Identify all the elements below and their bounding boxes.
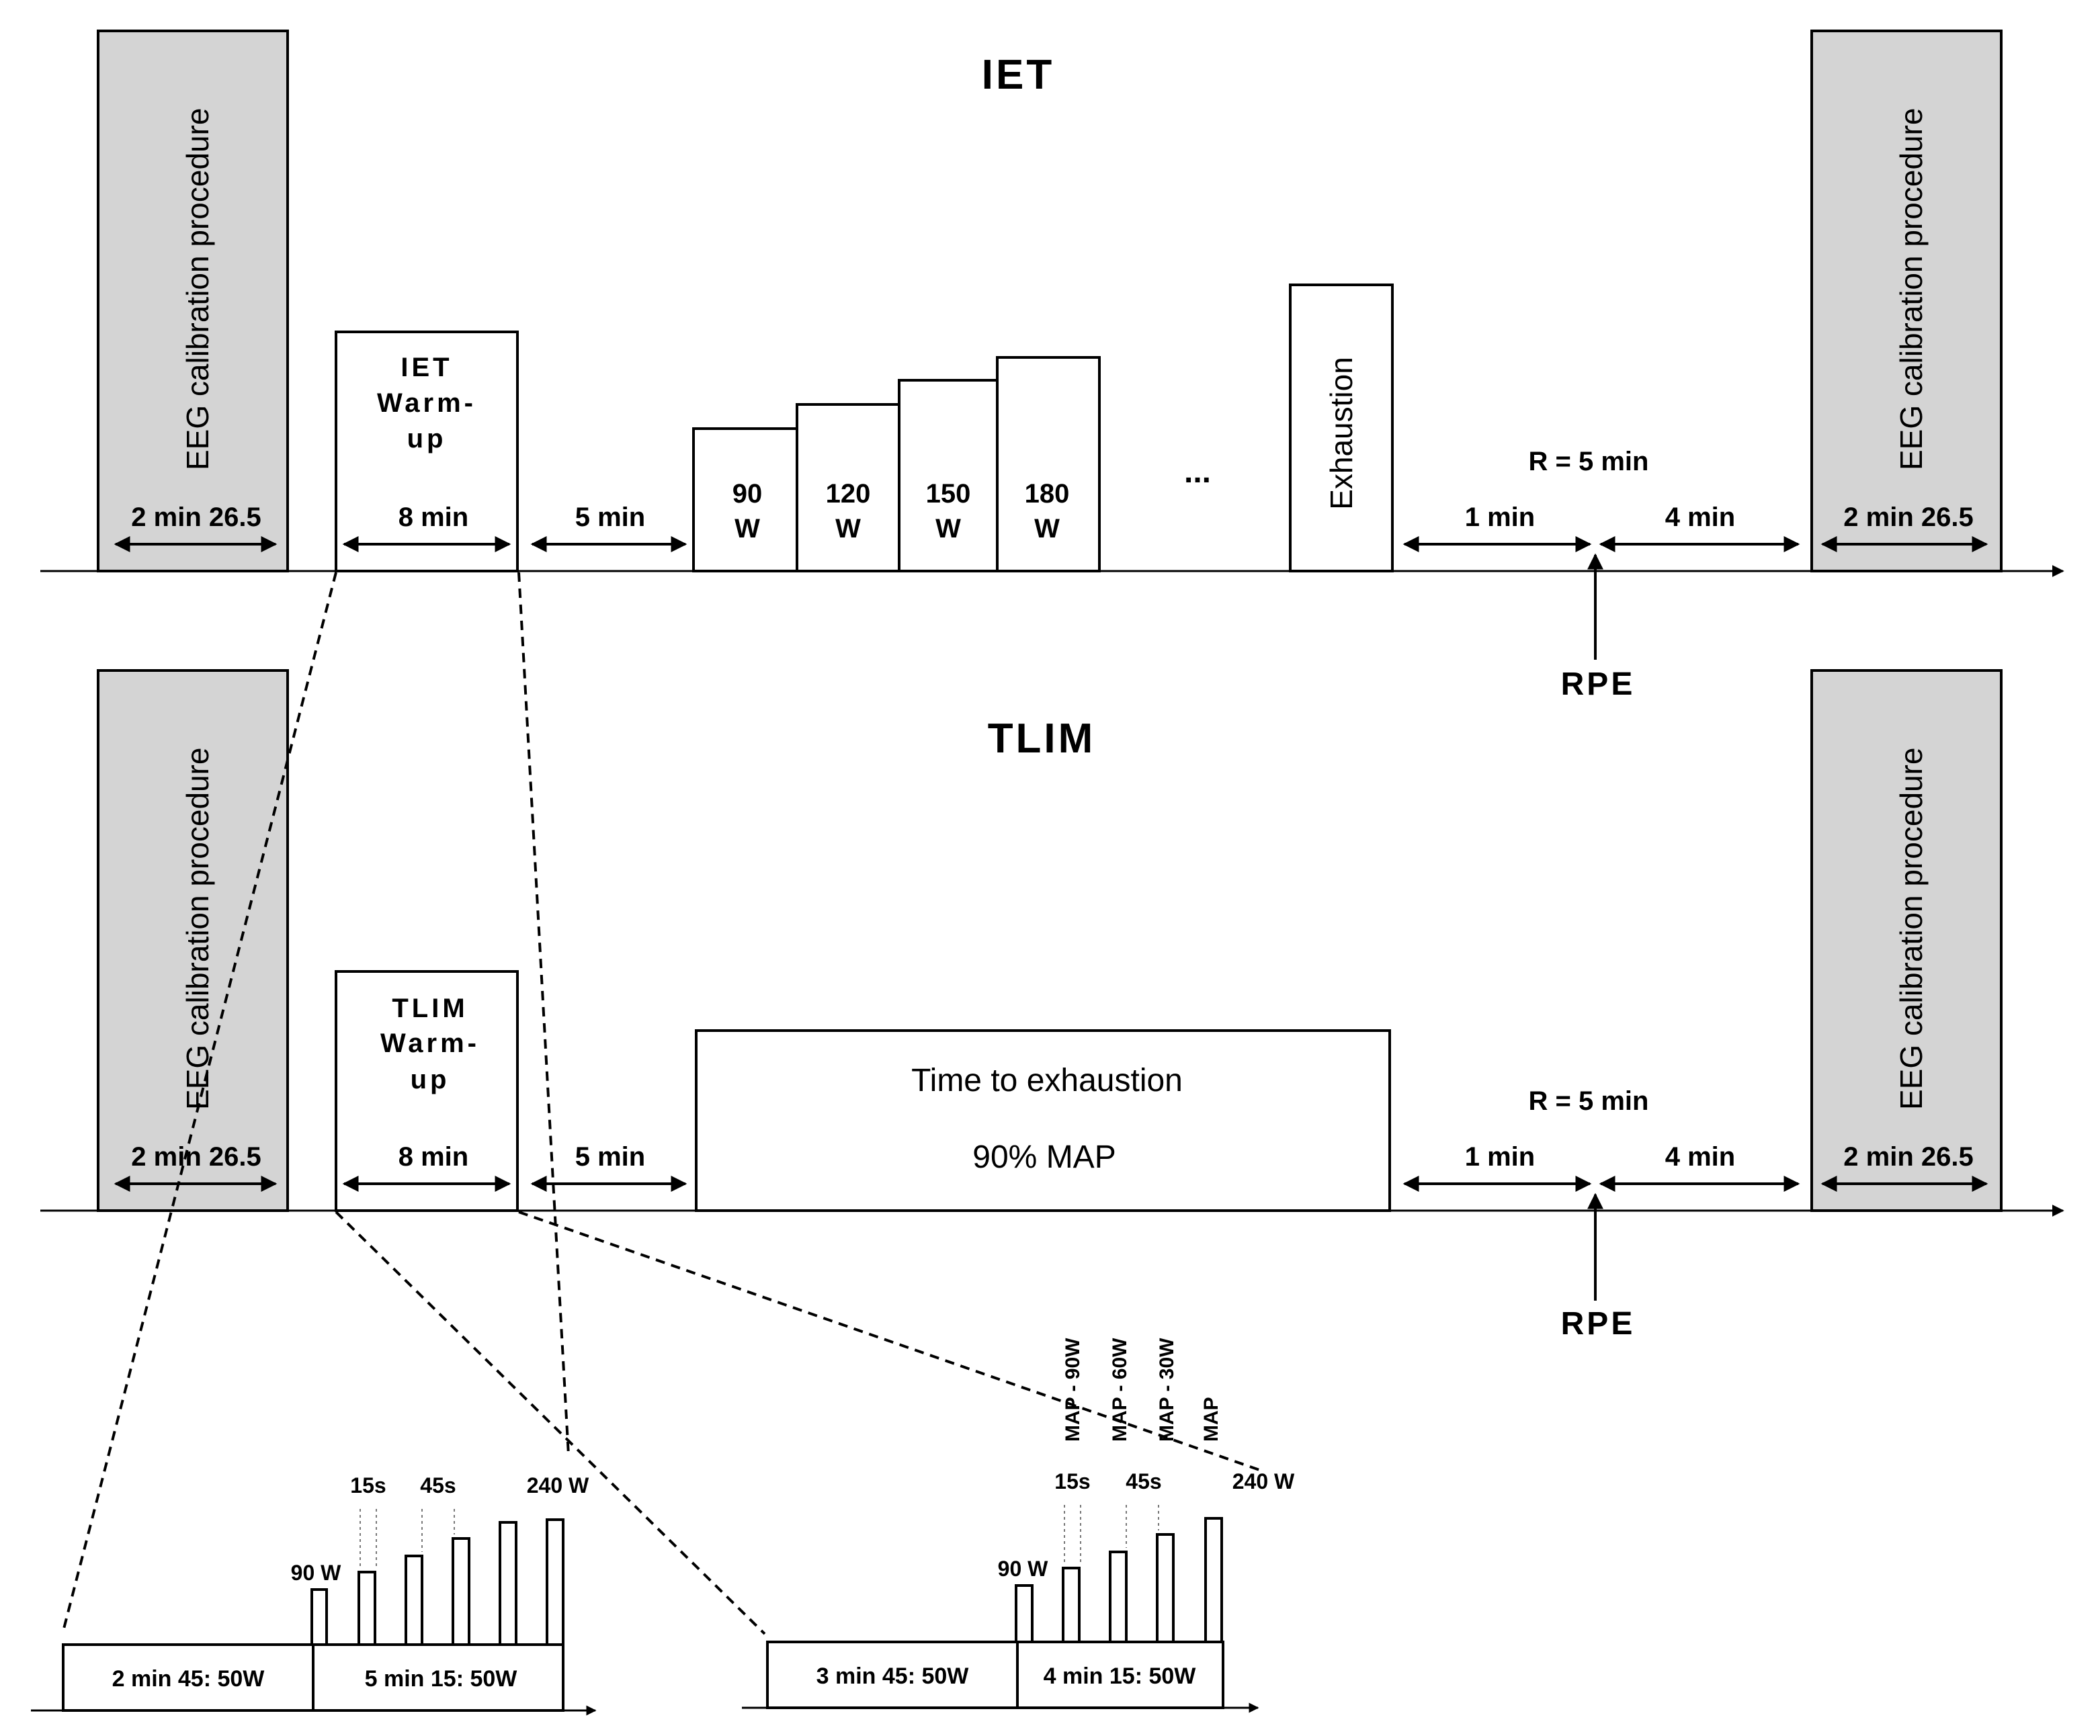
iet-title: IET xyxy=(982,52,1054,98)
iet-detail-phase2-label: 5 min 15: 50W xyxy=(365,1666,518,1692)
tlim-calibration-block-start xyxy=(97,669,289,1212)
tlim-recovery-part2: 4 min xyxy=(1665,1142,1735,1172)
iet-detail-start-power: 90 W xyxy=(291,1561,341,1585)
tlim-detail-pulse-4 xyxy=(1156,1533,1175,1643)
iet-calibration-label-end: EEG calibration procedure xyxy=(1894,107,1929,470)
iet-calibration-duration-end: 2 min 26.5 xyxy=(1843,503,1973,532)
tlim-detail-pulse-3 xyxy=(1109,1551,1128,1643)
tlim-detail-pulse-5 xyxy=(1204,1517,1223,1643)
tlim-zoom-line-right xyxy=(518,1211,1264,1473)
iet-calibration-block-start xyxy=(97,30,289,572)
tlim-title: TLIM xyxy=(988,715,1096,762)
tlim-warmup-block xyxy=(335,970,519,1212)
tlim-zoom-line-left xyxy=(335,1211,766,1635)
iet-detail-phase2 xyxy=(312,1643,564,1712)
tlim-detail-start-power: 90 W xyxy=(998,1557,1048,1581)
tlim-detail-phase1 xyxy=(766,1641,1019,1709)
tlim-calibration-label-start: EEG calibration procedure xyxy=(180,747,215,1110)
tlim-recovery-label: R = 5 min xyxy=(1529,1086,1649,1116)
iet-calibration-duration-start: 2 min 26.5 xyxy=(131,503,261,532)
iet-detail-phase1 xyxy=(62,1643,314,1712)
iet-detail-pulse-1 xyxy=(310,1588,328,1646)
tlim-detail-level-1: MAP - 90W xyxy=(1062,1338,1084,1442)
tlim-protocol: TLIM EEG calibration procedure 2 min 26.… xyxy=(40,669,2064,1342)
tlim-detail-pulse-duration: 15s xyxy=(1054,1469,1090,1493)
tlim-warmup-detail: 3 min 45: 50W 4 min 15: 50W 90 W 15s 45s… xyxy=(742,1338,1295,1713)
iet-exhaustion-block xyxy=(1289,284,1394,572)
iet-stage-4-unit: W xyxy=(1034,514,1060,544)
iet-stage-2-unit: W xyxy=(835,514,861,544)
zoom-connectors xyxy=(62,572,1264,1635)
tlim-detail-level-4: MAP xyxy=(1200,1397,1222,1442)
tlim-warmup-label-l3: up xyxy=(411,1065,450,1094)
iet-stage-1-power: 90 xyxy=(732,479,763,509)
iet-detail-interval-duration: 45s xyxy=(420,1473,456,1498)
iet-calibration-block-end xyxy=(1810,30,2003,572)
iet-ellipsis: ... xyxy=(1184,454,1211,490)
tlim-recovery-part1: 1 min xyxy=(1465,1142,1535,1172)
iet-zoom-line-left xyxy=(62,572,337,1632)
iet-rpe-label: RPE xyxy=(1561,666,1636,702)
iet-calibration-label-start: EEG calibration procedure xyxy=(180,107,215,470)
tlim-calibration-duration-start: 2 min 26.5 xyxy=(131,1142,261,1172)
tlim-detail-phase2-label: 4 min 15: 50W xyxy=(1044,1663,1197,1689)
iet-warmup-label-l3: up xyxy=(407,424,447,453)
iet-zoom-line-right xyxy=(517,572,570,1456)
iet-detail-pulse-duration: 15s xyxy=(350,1473,386,1498)
iet-protocol: IET EEG calibration procedure 2 min 26.5… xyxy=(40,30,2064,702)
iet-warmup-detail: 2 min 45: 50W 5 min 15: 50W 90 W 15s 45s… xyxy=(31,1473,597,1716)
iet-warmup-label-l1: IET xyxy=(401,353,452,382)
tlim-detail-level-3: MAP - 30W xyxy=(1156,1338,1178,1442)
tlim-detail-level-2: MAP - 60W xyxy=(1109,1338,1131,1442)
iet-recovery-part2: 4 min xyxy=(1665,503,1735,532)
iet-recovery-label: R = 5 min xyxy=(1529,447,1649,476)
tlim-warmup-label-l2: Warm- xyxy=(380,1029,480,1058)
tlim-calibration-duration-end: 2 min 26.5 xyxy=(1843,1142,1973,1172)
iet-detail-pulse-2 xyxy=(358,1571,376,1646)
tlim-detail-end-power: 240 W xyxy=(1232,1469,1295,1493)
iet-stage-2-power: 120 xyxy=(826,479,871,509)
tlim-detail-pulse-2 xyxy=(1062,1567,1081,1643)
iet-warmup-label-l2: Warm- xyxy=(377,388,476,418)
iet-stage-4-power: 180 xyxy=(1025,479,1070,509)
iet-detail-end-power: 240 W xyxy=(527,1473,589,1498)
tlim-warmup-duration: 8 min xyxy=(398,1142,468,1172)
tlim-warmup-label-l1: TLIM xyxy=(392,994,468,1023)
tlim-calibration-label-end: EEG calibration procedure xyxy=(1894,747,1929,1110)
tlim-detail-phase1-label: 3 min 45: 50W xyxy=(816,1663,970,1689)
iet-stage-2 xyxy=(796,403,900,572)
tlim-detail-phase2 xyxy=(1016,1641,1224,1709)
iet-stage-3-power: 150 xyxy=(926,479,971,509)
tlim-detail-pulse-1 xyxy=(1015,1584,1034,1643)
tlim-rest-duration: 5 min xyxy=(575,1142,645,1172)
iet-detail-pulse-3 xyxy=(405,1555,423,1646)
tlim-calibration-block-end xyxy=(1810,669,2003,1212)
iet-detail-pulse-5 xyxy=(499,1521,517,1646)
tlim-detail-interval-duration: 45s xyxy=(1126,1469,1161,1493)
tlim-exhaustion-title: Time to exhaustion xyxy=(911,1063,1183,1098)
iet-exhaustion-label: Exhaustion xyxy=(1324,357,1359,510)
iet-stage-3-unit: W xyxy=(935,514,961,544)
iet-stage-1-unit: W xyxy=(734,514,760,544)
iet-recovery-part1: 1 min xyxy=(1465,503,1535,532)
iet-detail-pulse-4 xyxy=(452,1537,470,1646)
iet-warmup-duration: 8 min xyxy=(398,503,468,532)
iet-rest-duration: 5 min xyxy=(575,503,645,532)
tlim-exhaustion-block xyxy=(695,1029,1391,1212)
iet-warmup-block xyxy=(335,331,519,572)
tlim-exhaustion-intensity: 90% MAP xyxy=(972,1139,1116,1175)
tlim-rpe-label: RPE xyxy=(1561,1306,1636,1342)
iet-stage-1 xyxy=(692,427,798,572)
iet-stage-4 xyxy=(996,356,1101,572)
iet-detail-pulse-6 xyxy=(546,1518,564,1646)
iet-detail-phase1-label: 2 min 45: 50W xyxy=(112,1666,265,1692)
